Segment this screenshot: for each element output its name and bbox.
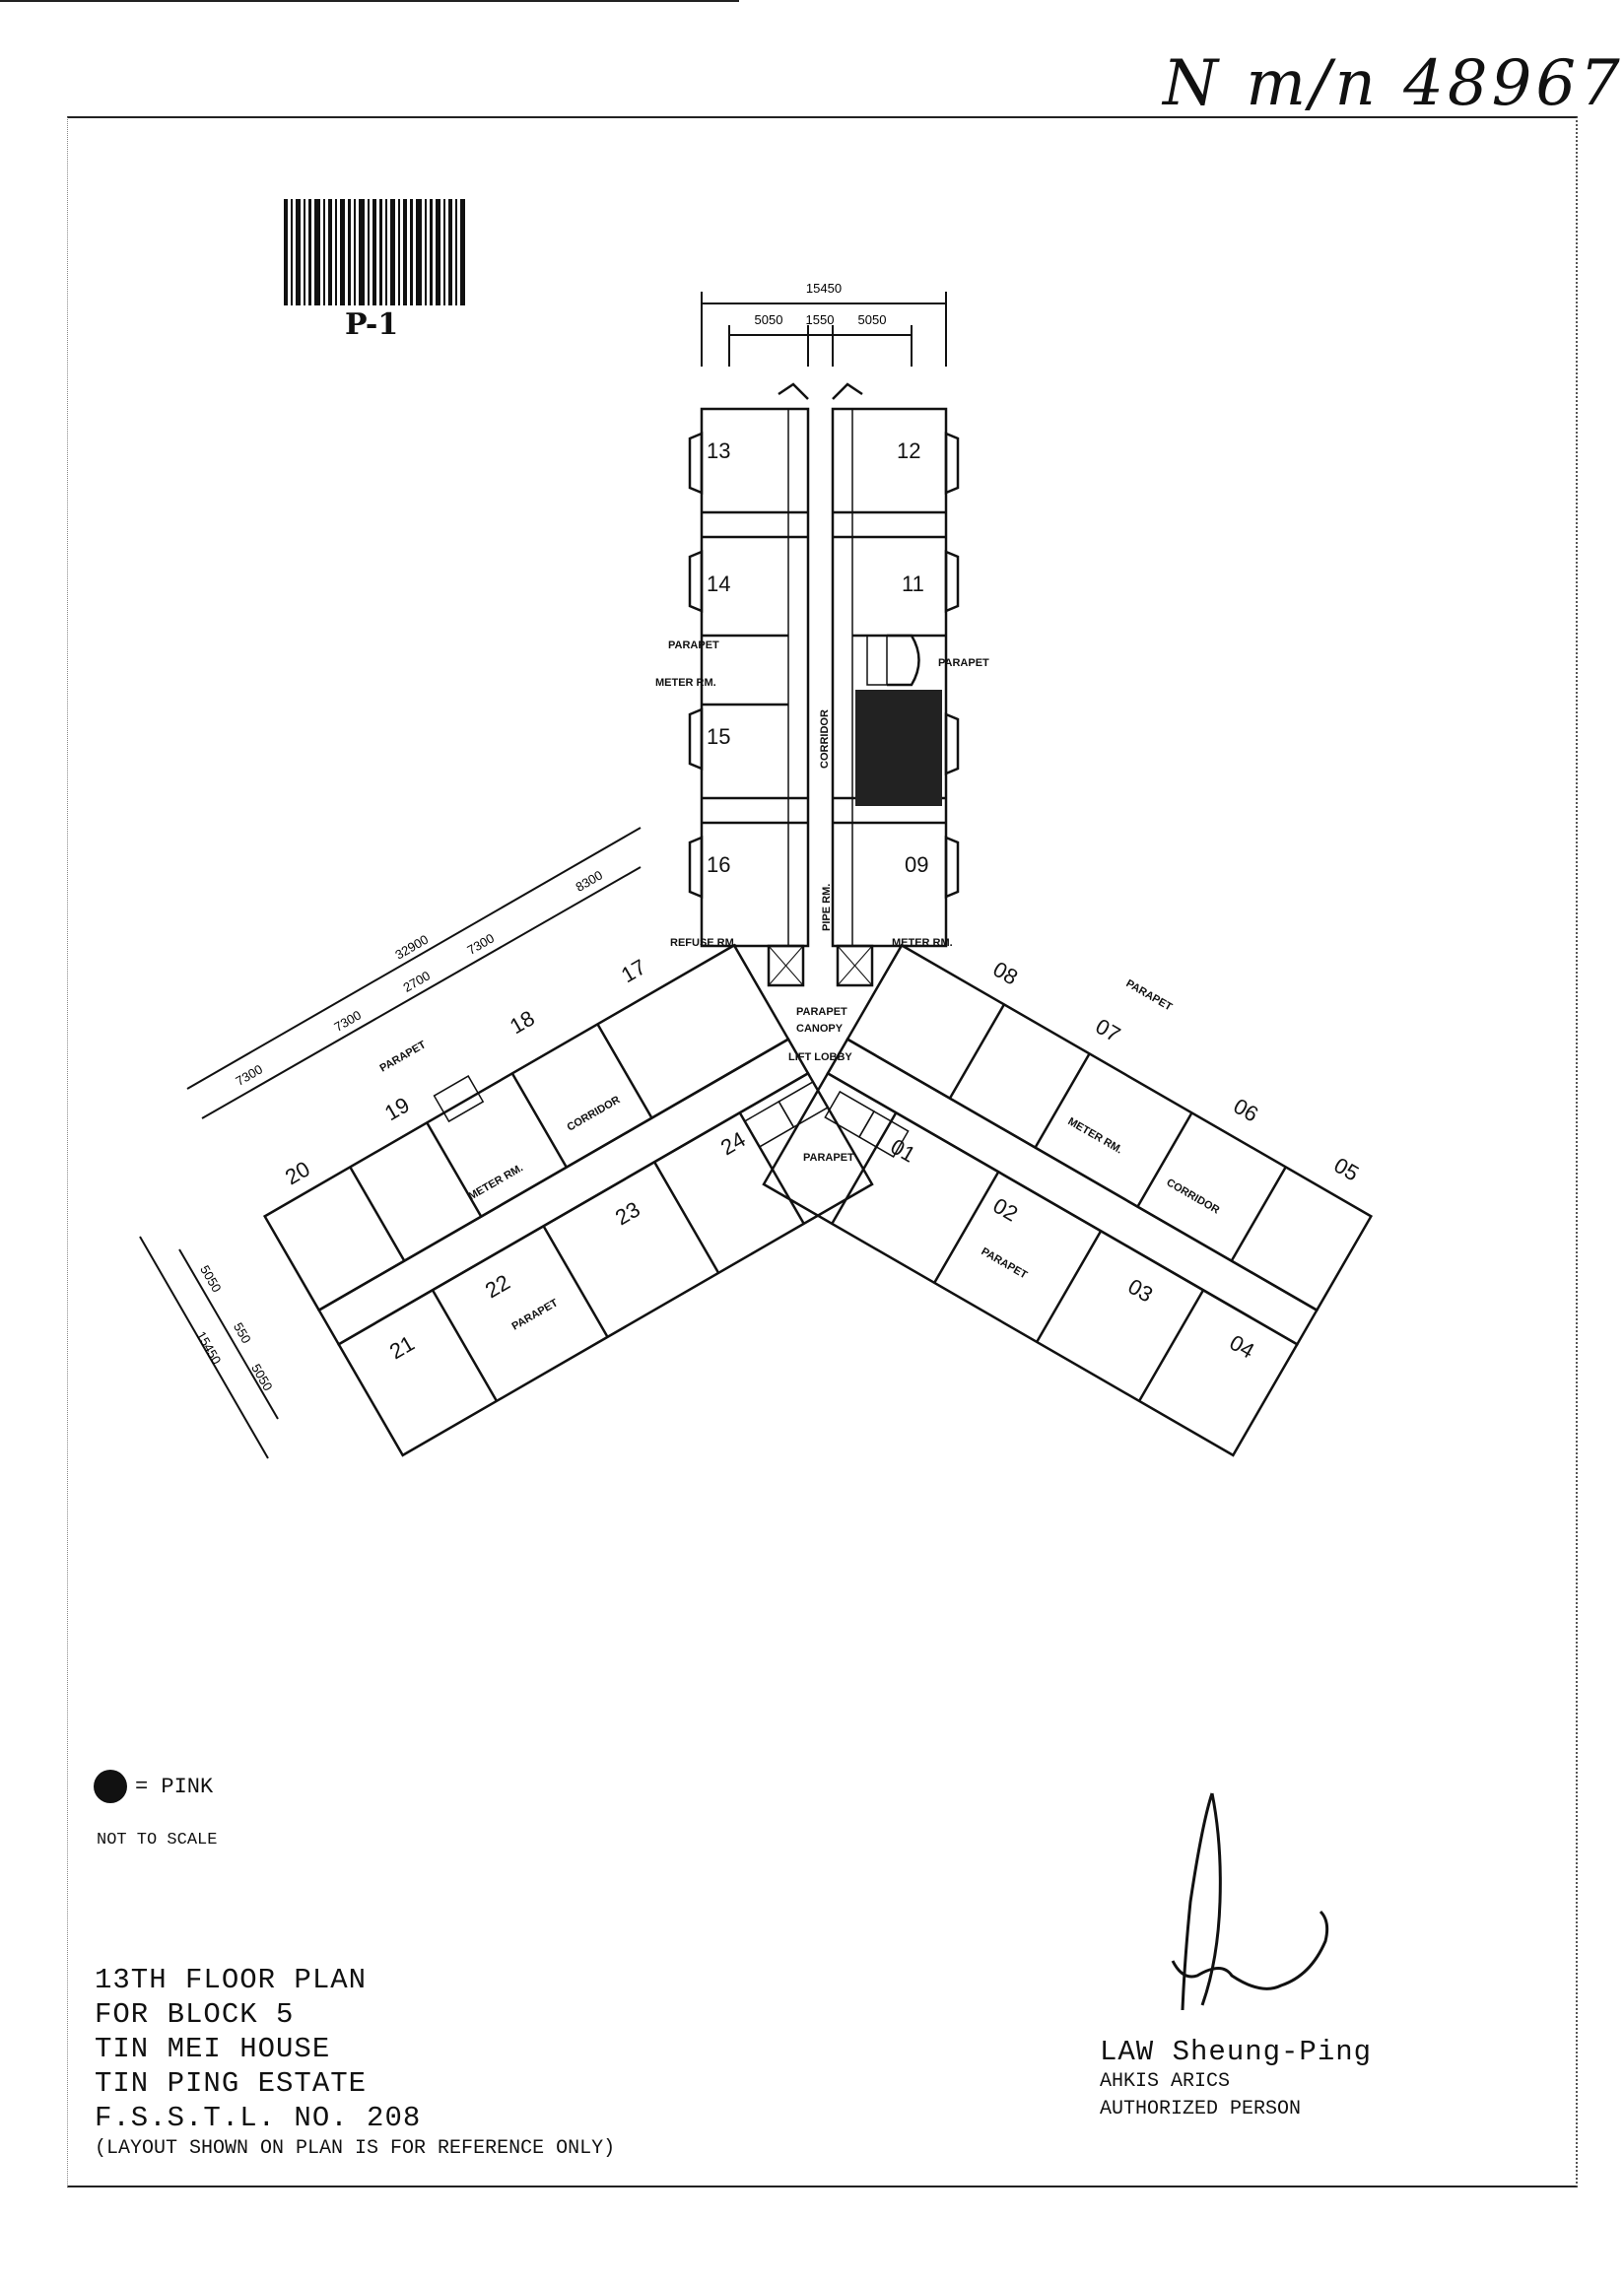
- signature-image: [1171, 1792, 1329, 2011]
- unit-15: 15: [707, 724, 730, 749]
- label-parapet-north-left: PARAPET: [668, 639, 719, 651]
- unit-14: 14: [707, 572, 730, 596]
- label-parapet-west-lower: PARAPET: [510, 1297, 561, 1332]
- east-wing: [762, 943, 1374, 1457]
- wing-dimension-chain: [139, 827, 642, 1459]
- handwritten-reference: N m/n 48967: [1163, 47, 1624, 120]
- unit-06: 06: [1230, 1094, 1263, 1127]
- unit-03: 03: [1124, 1274, 1158, 1308]
- signer-block: LAW Sheung-Ping AHKIS ARICS AUTHORIZED P…: [1100, 2036, 1372, 2123]
- unit-24: 24: [716, 1126, 750, 1160]
- label-pipe-rm: PIPE RM.: [821, 884, 833, 931]
- dim-top-overall: 15450: [806, 281, 842, 296]
- signer-qualifications: AHKIS ARICS: [1100, 2070, 1231, 2093]
- unit-19: 19: [380, 1092, 414, 1125]
- unit-07: 07: [1092, 1014, 1125, 1047]
- signer-name: LAW Sheung-Ping: [1100, 2036, 1373, 2068]
- unit-12: 12: [897, 438, 920, 463]
- label-corridor-north: CORRIDOR: [819, 709, 831, 769]
- unit-20: 20: [281, 1156, 314, 1189]
- unit-13: 13: [707, 438, 730, 463]
- dim-wing-2: 7300: [331, 1007, 364, 1034]
- unit-09: 09: [905, 852, 928, 877]
- dim-wing-4: 7300: [464, 930, 497, 957]
- unit-23: 23: [611, 1196, 644, 1230]
- label-parapet-east-lower: PARAPET: [980, 1245, 1030, 1281]
- title-line-2: FOR BLOCK 5: [95, 1998, 295, 2031]
- label-corridor-east: CORRIDOR: [1165, 1177, 1222, 1216]
- label-meter-rm-east: METER RM.: [1066, 1115, 1124, 1156]
- title-line-5: F.S.S.T.L. NO. 208: [95, 2102, 422, 2134]
- dim-top-left: 5050: [755, 312, 783, 327]
- unit-16: 16: [707, 852, 730, 877]
- drawing-border: [67, 116, 1578, 2187]
- dim-wing-3: 2700: [400, 968, 433, 994]
- unit-11: 11: [902, 572, 924, 596]
- west-wing: [262, 943, 874, 1457]
- dim-end-1: 5050: [197, 1262, 224, 1295]
- pink-legend-dot-icon: [94, 1770, 127, 1803]
- unit-02: 02: [989, 1193, 1023, 1227]
- barcode: [284, 199, 465, 305]
- dim-wing-overall: 32900: [392, 932, 431, 963]
- title-block: 13TH FLOOR PLAN FOR BLOCK 5 TIN MEI HOUS…: [95, 1963, 615, 2163]
- barcode-label: P-1: [345, 307, 399, 342]
- top-dimension-chain: [701, 292, 947, 367]
- label-canopy: CANOPY: [796, 1023, 844, 1035]
- pink-shaded-area: [855, 690, 942, 806]
- dim-top-mid: 1550: [806, 312, 835, 327]
- label-parapet-south: PARAPET: [803, 1152, 854, 1164]
- signer-role: AUTHORIZED PERSON: [1100, 2098, 1302, 2120]
- title-line-3: TIN MEI HOUSE: [95, 2033, 331, 2065]
- legend-text: = PINK: [135, 1774, 214, 1799]
- unit-17: 17: [617, 954, 650, 987]
- label-parapet-west: PARAPET: [378, 1039, 429, 1074]
- label-meter-rm-north: METER RM.: [655, 677, 716, 689]
- dim-end-overall: 15450: [193, 1328, 224, 1367]
- label-corridor-west: CORRIDOR: [566, 1094, 623, 1133]
- label-lift-lobby: LIFT LOBBY: [788, 1051, 852, 1063]
- legend: = PINK: [94, 1770, 213, 1803]
- unit-01: 01: [887, 1134, 920, 1168]
- unit-21: 21: [385, 1330, 419, 1364]
- title-line-1: 13TH FLOOR PLAN: [95, 1964, 368, 1996]
- unit-18: 18: [506, 1005, 539, 1039]
- label-parapet-east: PARAPET: [1124, 977, 1175, 1013]
- label-refuse-rm: REFUSE RM.: [670, 937, 737, 949]
- unit-08: 08: [989, 957, 1023, 990]
- unit-05: 05: [1330, 1153, 1364, 1186]
- top-rule: [0, 0, 739, 2]
- dim-top-right: 5050: [858, 312, 887, 327]
- not-to-scale-note: NOT TO SCALE: [97, 1831, 218, 1850]
- label-parapet-north-right: PARAPET: [938, 657, 989, 669]
- unit-04: 04: [1226, 1330, 1259, 1364]
- label-parapet-center: PARAPET: [796, 1006, 847, 1018]
- unit-22: 22: [481, 1269, 514, 1303]
- title-line-4: TIN PING ESTATE: [95, 2067, 368, 2100]
- title-note: (LAYOUT SHOWN ON PLAN IS FOR REFERENCE O…: [95, 2137, 616, 2160]
- label-meter-rm-center: METER RM.: [892, 937, 953, 949]
